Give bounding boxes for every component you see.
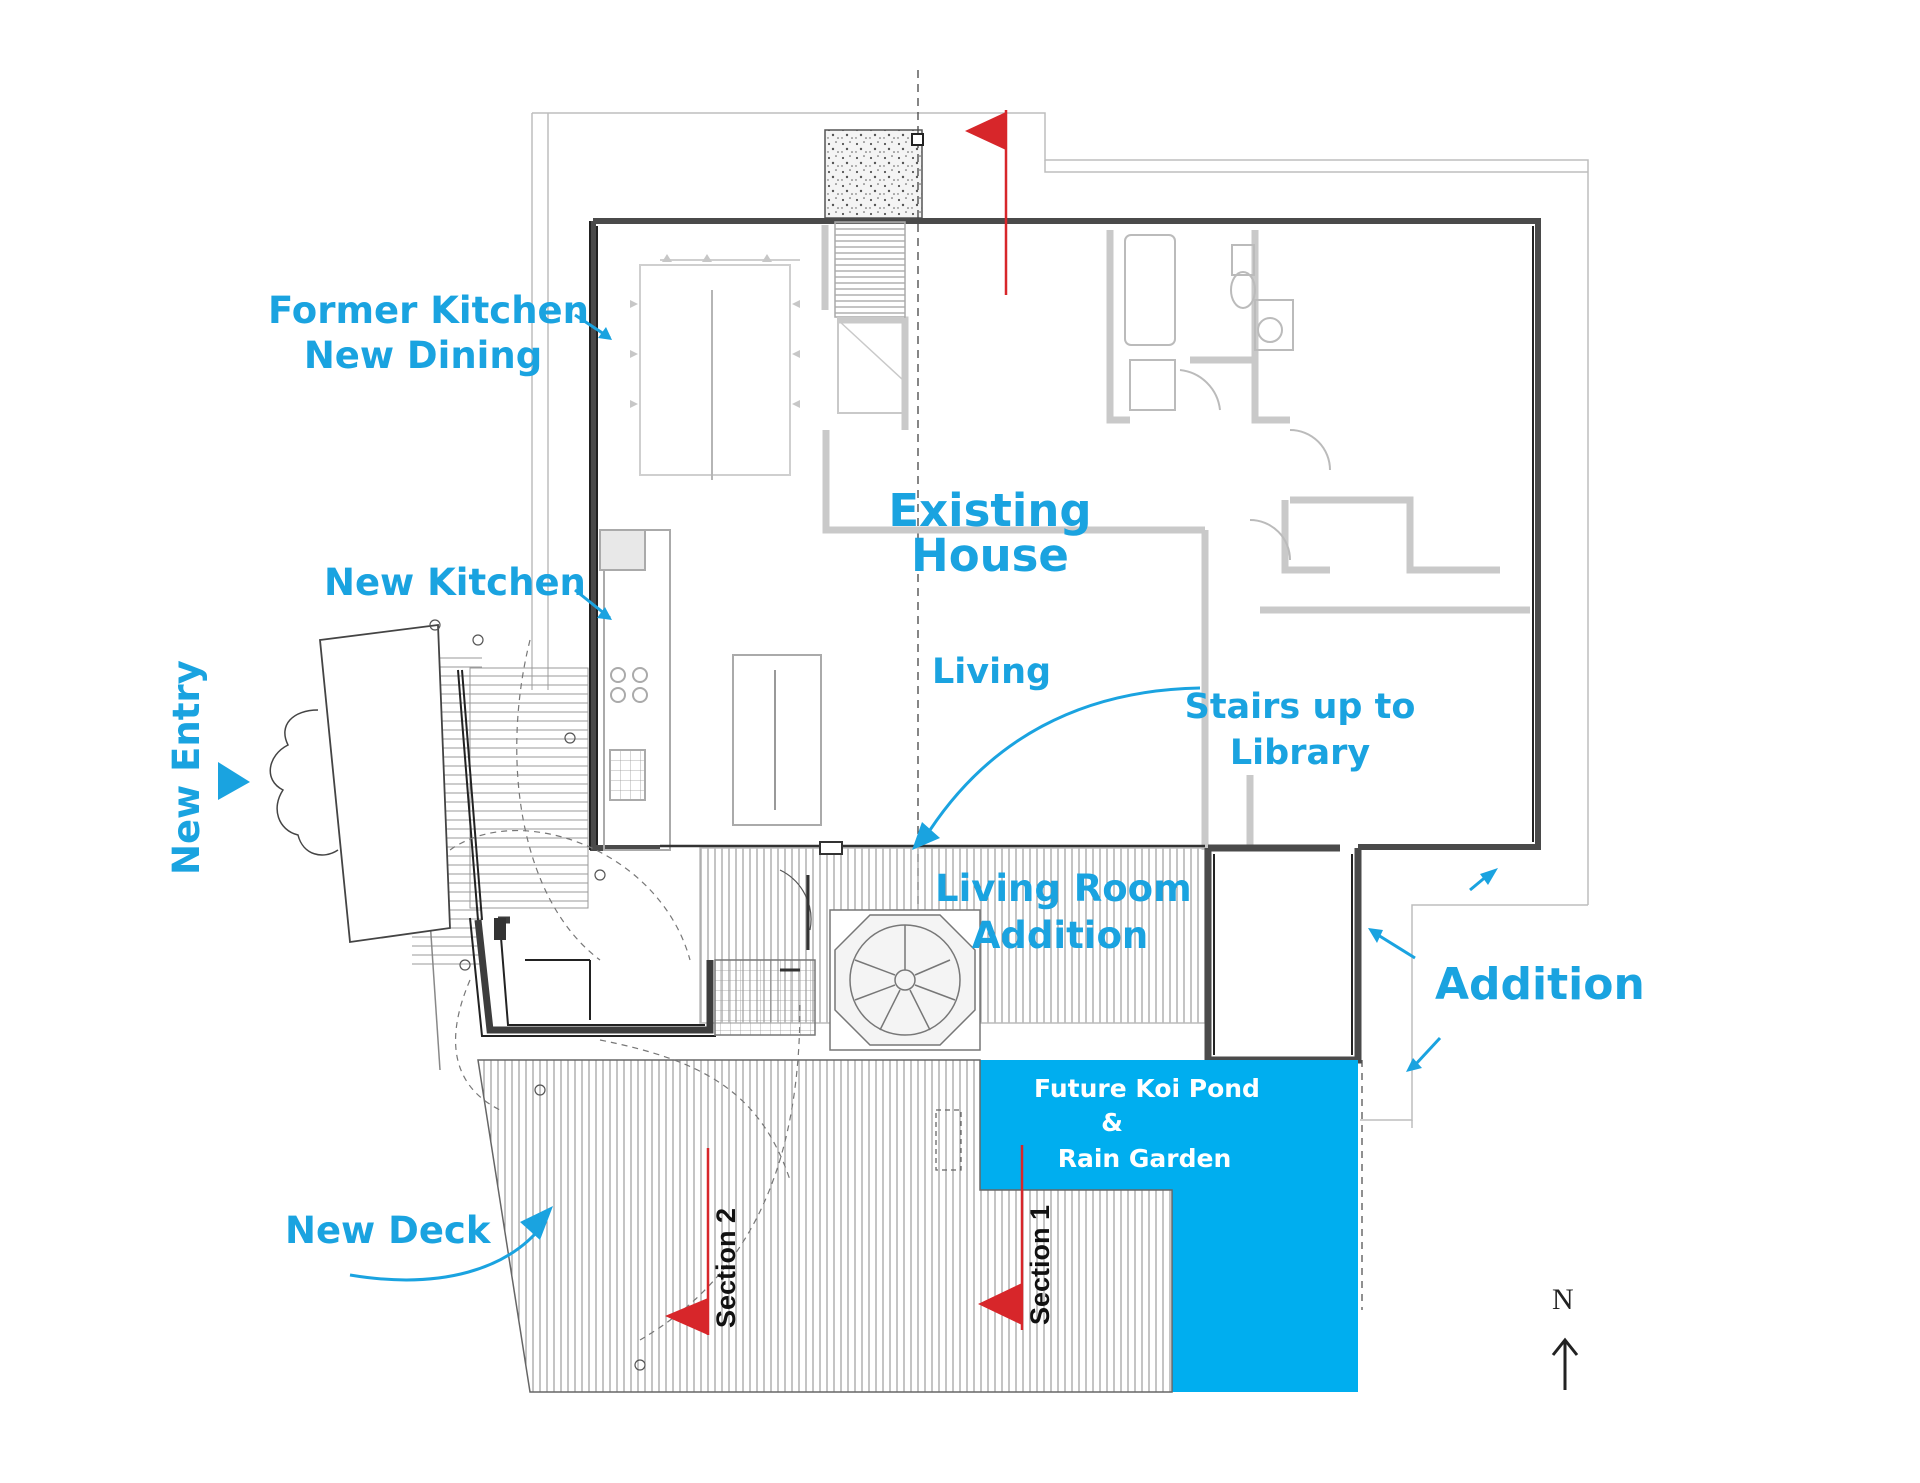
former-kitchen-label: Former Kitchen New Dining xyxy=(268,289,589,377)
arrow-up-icon xyxy=(1551,1337,1579,1390)
addition-room xyxy=(1204,844,1362,1064)
section-flag-icon xyxy=(965,112,1006,150)
section-2-label: Section 2 xyxy=(711,1207,741,1328)
stairs-label: Stairs up to Library xyxy=(1180,690,1420,771)
bathroom-fixtures xyxy=(1124,234,1331,561)
annotation-arrows xyxy=(349,313,1489,1282)
entry-walls xyxy=(474,916,714,1034)
downlights-dining xyxy=(630,254,800,408)
koi-line2: & xyxy=(1101,1108,1123,1137)
living-room-addition-line1: Living Room xyxy=(935,867,1192,910)
existing-house-walls xyxy=(590,218,1541,851)
new-entry-label: New Entry xyxy=(165,660,208,875)
entry-slab xyxy=(319,623,451,944)
section-1-label: Section 1 xyxy=(1025,1204,1055,1325)
living-label: Living xyxy=(932,652,1052,692)
entry-planting xyxy=(269,709,339,856)
existing-house-label: Existing House xyxy=(880,488,1100,578)
spiral-stair xyxy=(829,909,981,1051)
interior-walls xyxy=(821,225,1530,850)
addition-label: Addition xyxy=(1435,959,1645,1010)
north-label: N xyxy=(1552,1283,1574,1316)
gravel-landing xyxy=(824,129,923,219)
section-flag-icon xyxy=(665,1298,708,1335)
entry-stair xyxy=(469,667,589,909)
stairs-line1: Stairs up to xyxy=(1184,687,1416,727)
koi-pond-area xyxy=(980,1060,1358,1392)
living-room-addition-label: Living Room Addition xyxy=(935,867,1192,957)
section-markers xyxy=(665,110,1024,1335)
former-kitchen-line2: New Dining xyxy=(303,334,543,377)
mudroom-tile xyxy=(714,959,816,1036)
living-room-addition-line2: Addition xyxy=(971,914,1149,957)
existing-house-line1: Existing xyxy=(888,484,1092,537)
existing-stair xyxy=(834,221,906,318)
existing-house-line2: House xyxy=(911,529,1069,582)
stairs-line2: Library xyxy=(1229,733,1371,773)
site-outline xyxy=(531,112,1589,1128)
new-deck-label: New Deck xyxy=(285,1209,491,1252)
koi-line1: Future Koi Pond xyxy=(1034,1074,1260,1103)
new-kitchen-label: New Kitchen xyxy=(324,561,586,604)
section-flag-icon xyxy=(978,1283,1022,1325)
former-kitchen-layout xyxy=(639,259,800,480)
koi-line3: Rain Garden xyxy=(1057,1144,1232,1173)
former-kitchen-line1: Former Kitchen xyxy=(268,289,589,332)
new-kitchen-layout xyxy=(599,529,822,851)
arrowhead-icon xyxy=(218,327,1498,1240)
